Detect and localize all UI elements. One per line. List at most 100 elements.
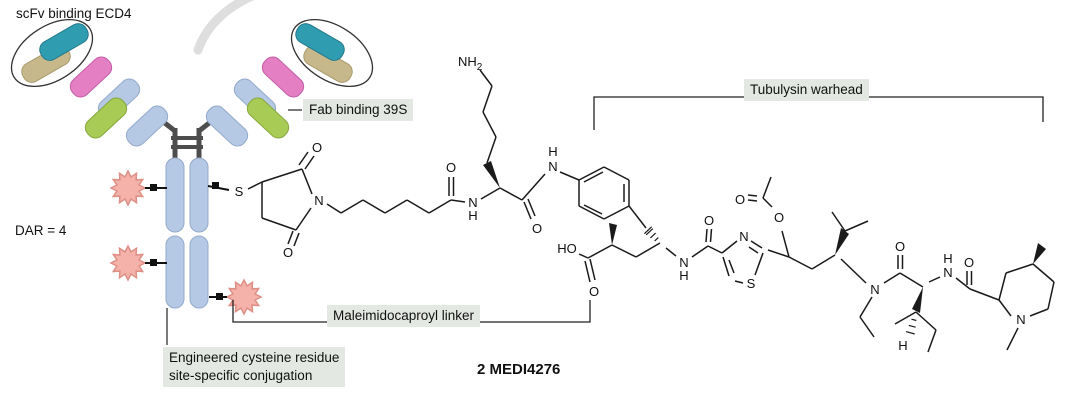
bond <box>482 111 497 138</box>
bond <box>482 85 493 113</box>
bond <box>578 205 605 220</box>
atom-n-tertiary: N <box>870 282 879 297</box>
bond <box>762 176 772 199</box>
drug-star <box>226 279 262 315</box>
bond <box>578 166 605 181</box>
double-bond <box>747 194 758 197</box>
cysteine-label: Engineered cysteine residue site-specifi… <box>163 347 346 388</box>
atom-h-amide1: H <box>468 208 477 223</box>
double-bond <box>589 258 596 281</box>
connector-square <box>212 182 219 189</box>
bond <box>301 168 313 195</box>
double-bond <box>747 199 758 202</box>
bond <box>340 199 364 214</box>
bond <box>781 230 790 258</box>
compound-label: 2 MEDI4276 <box>477 361 561 378</box>
watermark-curve <box>193 0 255 55</box>
hash-bonds <box>643 226 917 335</box>
fab-domain-pink <box>69 56 113 98</box>
wedge-bond <box>835 228 849 255</box>
fab-domain-green-39s <box>84 97 128 139</box>
atom-h-tubu-amide: H <box>679 268 688 283</box>
double-bond <box>748 246 759 254</box>
antibody-cartoon <box>10 18 374 345</box>
bond <box>247 181 263 190</box>
bond <box>927 329 937 353</box>
wedge-bonds <box>483 161 1046 313</box>
double-bond <box>583 204 603 215</box>
bond <box>603 205 630 220</box>
bond <box>384 199 408 214</box>
atom-ho-acid: HO <box>557 241 577 256</box>
double-bond <box>705 228 708 243</box>
bond <box>578 253 589 259</box>
bond <box>559 171 580 181</box>
atom-n-maleimide: N <box>314 193 323 208</box>
bond <box>326 203 342 214</box>
atom-h-ile-amide: H <box>943 251 952 266</box>
atom-o-tubu-carbonyl: O <box>704 213 714 228</box>
atom-o-maleimide-bottom: O <box>283 245 293 260</box>
bond <box>883 272 901 284</box>
bond <box>665 247 677 257</box>
atom-o-ile-carbonyl: O <box>895 239 905 254</box>
fab-arm-right <box>205 23 353 147</box>
bond <box>486 136 497 164</box>
scfv-domain-teal-ecd4 <box>295 23 345 61</box>
hash-bond <box>911 318 917 322</box>
bond <box>480 187 501 200</box>
fc-domain <box>189 235 209 309</box>
double-bond <box>728 259 735 274</box>
atom-labels: S N O O O N H NH2 O H N HO O N H O N S O… <box>235 54 1026 353</box>
bond <box>587 244 613 259</box>
hash-bond <box>649 232 657 239</box>
scfv-binding-label: scFv binding ECD4 <box>16 6 132 21</box>
double-bond <box>584 260 591 283</box>
bond <box>406 199 430 214</box>
bond <box>788 256 813 270</box>
bond <box>969 288 1000 301</box>
double-bond <box>709 228 713 243</box>
double-bond <box>527 198 536 217</box>
atom-h-secbutyl: H <box>898 338 907 353</box>
fc-domain <box>165 235 185 309</box>
bond <box>859 316 875 338</box>
annotation-brackets <box>232 96 1044 323</box>
bond <box>859 296 873 318</box>
bond <box>722 256 730 277</box>
fab-domain-pink <box>261 56 305 98</box>
bond <box>1032 263 1055 283</box>
bond <box>998 272 1007 301</box>
conjugation-connectors <box>145 182 230 300</box>
bond <box>635 242 661 258</box>
bond <box>1029 308 1049 317</box>
atom-s-thioether: S <box>235 184 244 199</box>
bond <box>844 220 869 232</box>
bond <box>840 258 867 284</box>
atom-o-maleimide-top: O <box>312 140 322 155</box>
bond <box>734 280 744 284</box>
atom-o-lysine-carbonyl: O <box>532 221 542 236</box>
bond <box>831 211 846 232</box>
bond <box>261 168 303 183</box>
double-bond <box>583 171 604 183</box>
connector-square <box>150 184 157 191</box>
double-bond <box>298 151 309 166</box>
fab-arm-left <box>21 23 169 147</box>
atom-n-piperidine: N <box>1016 312 1025 327</box>
fab-domain-blue <box>205 105 249 147</box>
bond <box>691 245 709 258</box>
bond <box>628 205 647 229</box>
tubulysin-bracket <box>593 96 1044 130</box>
bond <box>362 199 386 214</box>
scfv-loop-left <box>10 18 94 88</box>
bond <box>1047 281 1055 310</box>
double-bond <box>293 232 300 247</box>
atom-n-amide1: N <box>468 195 477 210</box>
fc-domain <box>189 157 209 233</box>
bond <box>450 199 466 203</box>
fab-binding-label: Fab binding 39S <box>303 99 414 122</box>
hinge-region <box>159 118 215 160</box>
scfv-domain-teal-ecd4 <box>39 23 89 61</box>
atom-n-anilide: N <box>548 159 557 174</box>
